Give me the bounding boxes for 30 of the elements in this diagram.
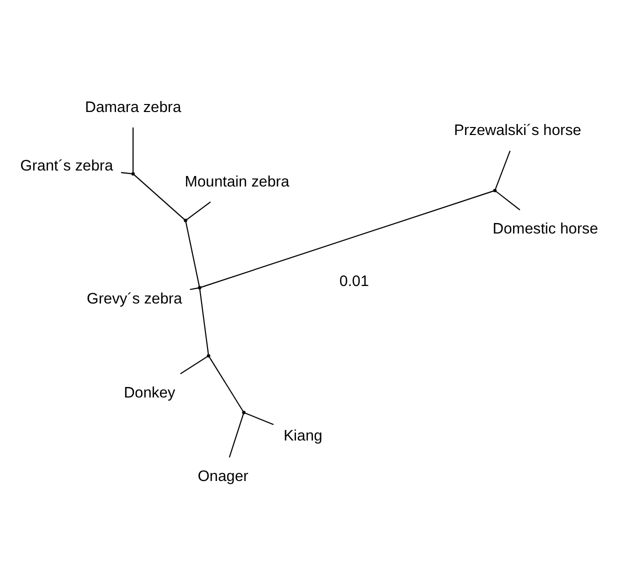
connector — [200, 190, 494, 288]
node-point — [131, 172, 135, 176]
connector — [245, 412, 274, 426]
node-point — [493, 188, 497, 192]
node-text: Onager — [198, 468, 248, 486]
connector — [199, 288, 209, 354]
node-point — [242, 410, 246, 414]
label: 0.01 — [339, 272, 369, 290]
connector — [208, 356, 244, 412]
node-point — [198, 286, 202, 290]
node-text: Przewalski´s horse — [454, 122, 582, 140]
connector — [228, 413, 244, 458]
connector — [190, 288, 198, 290]
connector — [132, 127, 134, 172]
node-text: Domestic horse — [492, 220, 598, 238]
node-text: Kiang — [284, 428, 322, 445]
node-text: Donkey — [124, 384, 176, 402]
connector — [496, 191, 520, 210]
connector — [180, 356, 208, 374]
node-text: Grant´s zebra — [20, 158, 114, 175]
node-point — [184, 218, 188, 222]
node-text: Damara zebra — [85, 98, 182, 116]
connector — [185, 222, 200, 287]
connector — [494, 150, 511, 190]
node-point — [206, 354, 210, 358]
node-text: Mountain zebra — [184, 173, 290, 190]
node-text: Grevy´s zebra — [86, 290, 182, 308]
connector — [121, 172, 132, 174]
connector — [134, 174, 185, 220]
connector — [186, 202, 211, 220]
